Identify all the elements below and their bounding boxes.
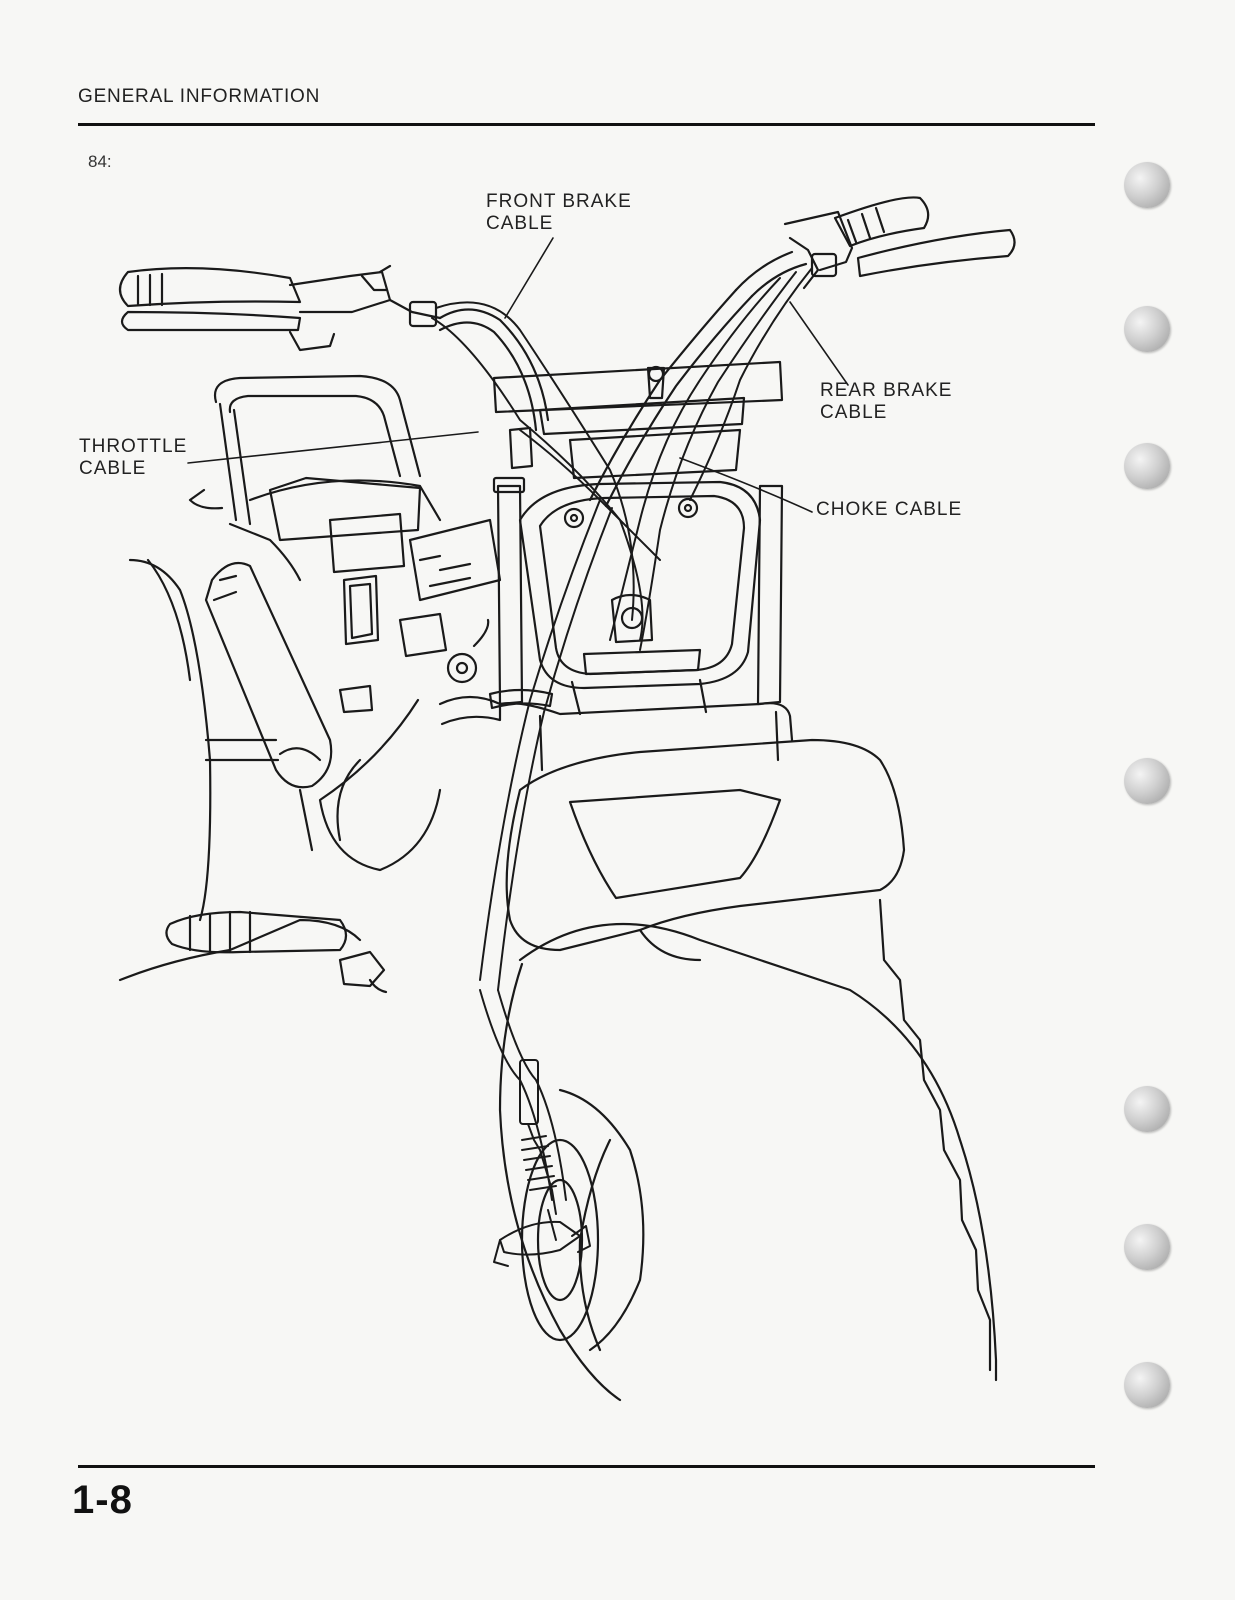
choke-cable-label: CHOKE CABLE	[816, 499, 962, 521]
binder-tab-dot	[1124, 306, 1170, 352]
binder-tab-dot	[1124, 1362, 1170, 1408]
front-tire	[498, 898, 998, 1402]
footrest	[165, 910, 388, 994]
cable-bundles	[431, 267, 813, 1241]
rear-brake-cable-label: REAR BRAKE CABLE	[820, 380, 952, 424]
front-brake-label-line2: CABLE	[486, 213, 554, 234]
binder-tab-dot	[1124, 758, 1170, 804]
header-rule	[78, 123, 1095, 126]
throttle-cable-label: THROTTLE CABLE	[79, 436, 187, 480]
exhaust-and-rear	[118, 558, 362, 982]
binder-tab-dot	[1124, 1224, 1170, 1270]
cable-clamp	[488, 426, 554, 710]
choke-label-line1: CHOKE CABLE	[816, 499, 963, 520]
rear-brake-label-line1: REAR BRAKE	[820, 380, 953, 401]
leader-lines	[187, 237, 849, 513]
front-brake-label-line1: FRONT BRAKE	[486, 191, 632, 212]
steering-top	[492, 360, 784, 480]
throttle-label-line2: CABLE	[79, 458, 147, 479]
throttle-label-line1: THROTTLE	[79, 436, 188, 457]
binder-tab-dot	[1124, 162, 1170, 208]
binder-tab-dot	[1124, 443, 1170, 489]
binder-tab-dot	[1124, 1086, 1170, 1132]
model-year-label: 84:	[88, 152, 112, 171]
front-fender	[505, 738, 906, 962]
rear-brake-label-line2: CABLE	[820, 402, 888, 423]
engine-and-rack	[188, 374, 502, 872]
section-header: GENERAL INFORMATION	[78, 86, 321, 107]
front-brake-cable-label: FRONT BRAKE CABLE	[486, 191, 632, 235]
left-handlebar	[118, 264, 442, 352]
brake-cable-end	[493, 1059, 591, 1267]
footer-rule	[78, 1465, 1095, 1468]
page-number: 1-8	[72, 1478, 133, 1522]
right-handlebar	[783, 196, 1016, 290]
